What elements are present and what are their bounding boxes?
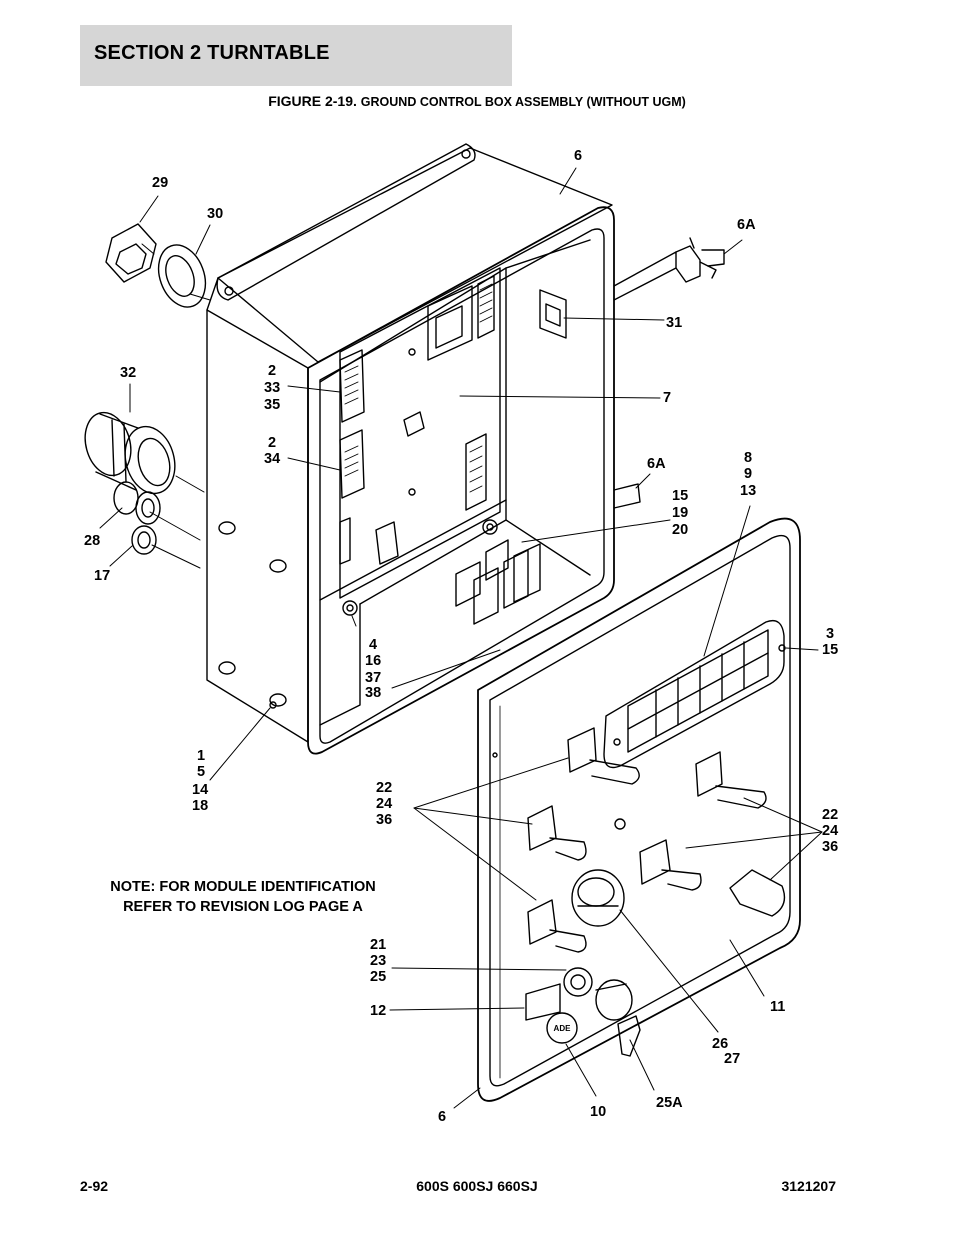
cable-plug xyxy=(113,481,161,525)
cable-gland xyxy=(84,411,176,495)
callout-21: 21 xyxy=(370,937,386,953)
callout-26: 26 xyxy=(712,1036,728,1052)
callout-6-top: 6 xyxy=(574,148,582,164)
callout-6a-top: 6A xyxy=(737,217,756,233)
emergency-stop-button xyxy=(571,869,625,927)
grommet xyxy=(131,525,157,555)
callout-3: 3 xyxy=(826,626,834,642)
callout-2a: 2 xyxy=(268,363,276,379)
callout-11: 11 xyxy=(770,999,785,1015)
figure-caption: GROUND CONTROL BOX ASSEMBLY (WITHOUT UGM… xyxy=(360,95,686,109)
callout-25: 25 xyxy=(370,969,386,985)
callout-37: 37 xyxy=(365,670,381,686)
ade-badge-text: ADE xyxy=(554,1024,572,1033)
callout-25a: 25A xyxy=(656,1095,683,1111)
callout-24a: 24 xyxy=(376,796,392,812)
callout-36b: 36 xyxy=(822,839,838,855)
callout-20: 20 xyxy=(672,522,688,538)
callout-4: 4 xyxy=(369,637,377,653)
callout-18: 18 xyxy=(192,798,208,814)
callout-34: 34 xyxy=(264,451,280,467)
callout-14: 14 xyxy=(192,782,208,798)
leader-lines xyxy=(99,167,823,1109)
note-line-2: REFER TO REVISION LOG PAGE A xyxy=(123,899,363,915)
callout-36a: 36 xyxy=(376,812,392,828)
section-title: SECTION 2 TURNTABLE xyxy=(94,42,330,64)
lock-nut xyxy=(105,223,157,283)
section-banner: SECTION 2 TURNTABLE xyxy=(80,25,512,86)
callout-16: 16 xyxy=(365,653,381,669)
callout-9: 9 xyxy=(744,466,752,482)
enclosure-box xyxy=(206,143,615,755)
key-switch xyxy=(595,979,641,1057)
module-note: NOTE: FOR MODULE IDENTIFICATION REFER TO… xyxy=(110,879,376,915)
indicator-light xyxy=(563,967,593,997)
callout-22b: 22 xyxy=(822,807,838,823)
callout-22a: 22 xyxy=(376,780,392,796)
callout-23: 23 xyxy=(370,953,386,969)
callout-31: 31 xyxy=(666,315,682,331)
callout-2b: 2 xyxy=(268,435,276,451)
circuit-breaker xyxy=(539,289,567,339)
mounting-bracket-mid xyxy=(613,483,641,509)
washer xyxy=(157,244,207,308)
mounting-bracket-top xyxy=(613,237,725,301)
callout-17: 17 xyxy=(94,568,110,584)
front-cover xyxy=(477,517,801,1102)
cover-latch xyxy=(729,869,786,917)
indicator-panel xyxy=(603,619,785,769)
note-line-1: NOTE: FOR MODULE IDENTIFICATION xyxy=(110,879,376,895)
callout-19: 19 xyxy=(672,505,688,521)
callout-5: 5 xyxy=(197,764,205,780)
callout-7: 7 xyxy=(663,390,671,406)
callout-33: 33 xyxy=(264,380,280,396)
callout-10: 10 xyxy=(590,1104,606,1120)
decal xyxy=(525,983,561,1021)
callout-38: 38 xyxy=(365,685,381,701)
callout-15a: 15 xyxy=(672,488,688,504)
callout-8: 8 xyxy=(744,450,752,466)
callout-35: 35 xyxy=(264,397,280,413)
callout-12: 12 xyxy=(370,1003,386,1019)
callout-30: 30 xyxy=(207,206,223,222)
document-number: 3121207 xyxy=(781,1178,836,1194)
callout-6-bottom: 6 xyxy=(438,1109,446,1125)
page-number: 2-92 xyxy=(80,1178,109,1194)
callout-6a-mid: 6A xyxy=(647,456,666,472)
callout-32: 32 xyxy=(120,365,136,381)
callout-28: 28 xyxy=(84,533,100,549)
ade-badge: ADE xyxy=(546,1012,578,1044)
callout-1: 1 xyxy=(197,748,205,764)
callout-27: 27 xyxy=(724,1051,740,1067)
callout-29: 29 xyxy=(152,175,168,191)
figure-title: FIGURE 2-19. GROUND CONTROL BOX ASSEMBLY… xyxy=(0,93,954,109)
callout-numbers: 6 29 30 6A 31 32 2 33 35 7 2 34 6A 8 9 1… xyxy=(84,148,838,1125)
callout-13: 13 xyxy=(740,483,756,499)
model-list: 600S 600SJ 660SJ xyxy=(416,1178,538,1194)
toggle-switches xyxy=(527,727,767,953)
relay-block xyxy=(455,539,541,625)
figure-number: FIGURE 2-19. xyxy=(268,93,357,109)
callout-15b: 15 xyxy=(822,642,838,658)
mounting-panel xyxy=(339,267,501,616)
callout-24b: 24 xyxy=(822,823,838,839)
